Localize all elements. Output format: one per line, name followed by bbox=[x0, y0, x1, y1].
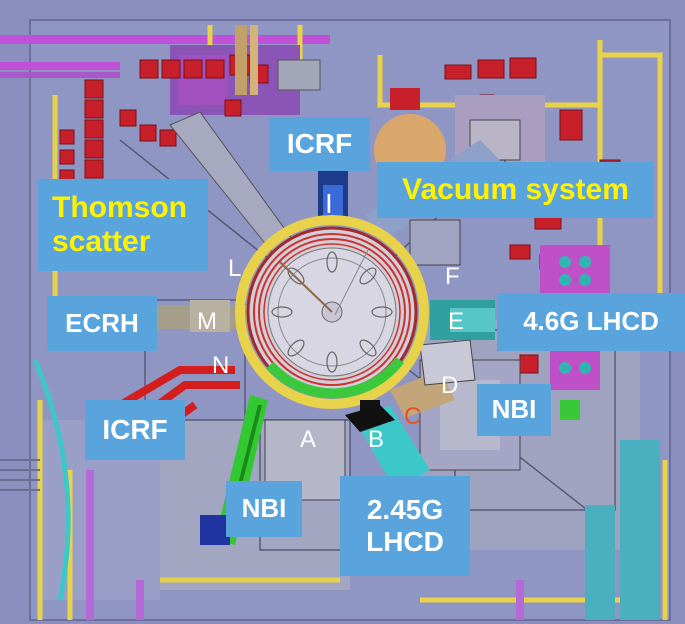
port-e-label: E bbox=[448, 308, 465, 335]
port-l-label: L bbox=[228, 255, 242, 282]
thomson-label-line2: scatter bbox=[52, 225, 151, 258]
port-n-label: N bbox=[212, 352, 230, 379]
nbi-bottom-label: NBI bbox=[226, 481, 302, 537]
port-b-label: B bbox=[368, 426, 385, 453]
thomson-scatter-label: Thomson scatter bbox=[38, 179, 208, 271]
thomson-label-line1: Thomson bbox=[52, 190, 187, 224]
port-a-label: A bbox=[300, 426, 317, 453]
icrf-top-label: ICRF bbox=[269, 117, 370, 171]
ecrh-label: ECRH bbox=[47, 296, 157, 351]
port-f-label: F bbox=[445, 263, 460, 290]
lhcd-2-45g-line1: 2.45G bbox=[366, 493, 444, 525]
lhcd-2-45g-line2: LHCD bbox=[366, 526, 444, 557]
port-d-label: D bbox=[441, 372, 459, 399]
vacuum-system-label: Vacuum system bbox=[377, 162, 654, 218]
port-i-label: I bbox=[325, 188, 333, 219]
lhcd-4-6g-label: 4.6G LHCD bbox=[497, 293, 685, 351]
port-m-label: M bbox=[197, 308, 217, 335]
icrf-left-label: ICRF bbox=[85, 400, 185, 460]
lhcd-2-45g-label: 2.45G LHCD bbox=[340, 476, 470, 576]
nbi-right-label: NBI bbox=[477, 384, 551, 436]
port-c-label: C bbox=[404, 403, 422, 430]
